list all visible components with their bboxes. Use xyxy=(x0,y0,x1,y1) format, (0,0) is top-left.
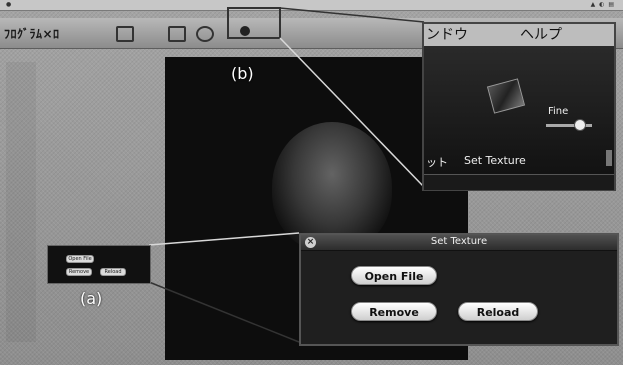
zoom-line-b-top xyxy=(279,7,425,23)
left-panel xyxy=(6,62,36,342)
zoom-line-a-bottom xyxy=(148,281,300,343)
palette-body: Fine ット Set Texture xyxy=(424,46,614,174)
fine-slider-track[interactable] xyxy=(546,124,592,127)
set-texture-tool-label[interactable]: Set Texture xyxy=(464,154,526,167)
mini-open-file-button[interactable]: Open File xyxy=(66,255,94,263)
mini-set-texture-dialog: Open File Remove Reload xyxy=(47,245,151,284)
palette-footer xyxy=(424,174,614,190)
close-icon[interactable]: × xyxy=(305,237,316,248)
window-icon[interactable] xyxy=(116,26,134,42)
apple-menu-icon[interactable]: ● xyxy=(6,1,13,8)
remove-button[interactable]: Remove xyxy=(351,302,437,321)
mini-remove-button[interactable]: Remove xyxy=(66,268,92,276)
callout-label-a: (a) xyxy=(80,289,103,308)
callout-label-b: (b) xyxy=(231,64,254,83)
menu-window[interactable]: ンドウ xyxy=(426,27,468,43)
status-icons: ▲ ◐ ▤ xyxy=(590,1,615,8)
menu-help[interactable]: ヘルプ xyxy=(520,27,562,43)
dialog-title: Set Texture xyxy=(430,236,488,247)
layout-icon[interactable] xyxy=(168,26,186,42)
open-file-button[interactable]: Open File xyxy=(351,266,437,285)
zoomed-tool-palette: ンドウ ヘルプ Fine ット Set Texture xyxy=(422,22,616,191)
toolbar-title: ﾌﾛｸﾞﾗﾑ×ﾛ xyxy=(4,27,60,41)
fine-label: Fine xyxy=(548,106,569,117)
palette-edge-label: ット xyxy=(426,156,448,169)
texture-cube-icon[interactable] xyxy=(486,78,526,114)
fine-slider-thumb[interactable] xyxy=(574,119,586,131)
palette-menu-strip: ンドウ ヘルプ xyxy=(424,24,614,47)
record-icon[interactable] xyxy=(240,26,250,36)
circle-tool-icon[interactable] xyxy=(196,26,214,42)
zoom-line-a-top xyxy=(148,232,300,246)
dialog-titlebar[interactable]: Set Texture × xyxy=(301,235,617,251)
mini-reload-button[interactable]: Reload xyxy=(100,268,126,276)
face-image xyxy=(272,122,392,252)
zoom-line-b-bottom xyxy=(279,37,425,188)
zoom-source-box-b xyxy=(227,7,281,39)
set-texture-dialog: Set Texture × Open File Remove Reload xyxy=(299,233,619,346)
palette-scrollbar[interactable] xyxy=(606,150,612,166)
reload-button[interactable]: Reload xyxy=(458,302,538,321)
